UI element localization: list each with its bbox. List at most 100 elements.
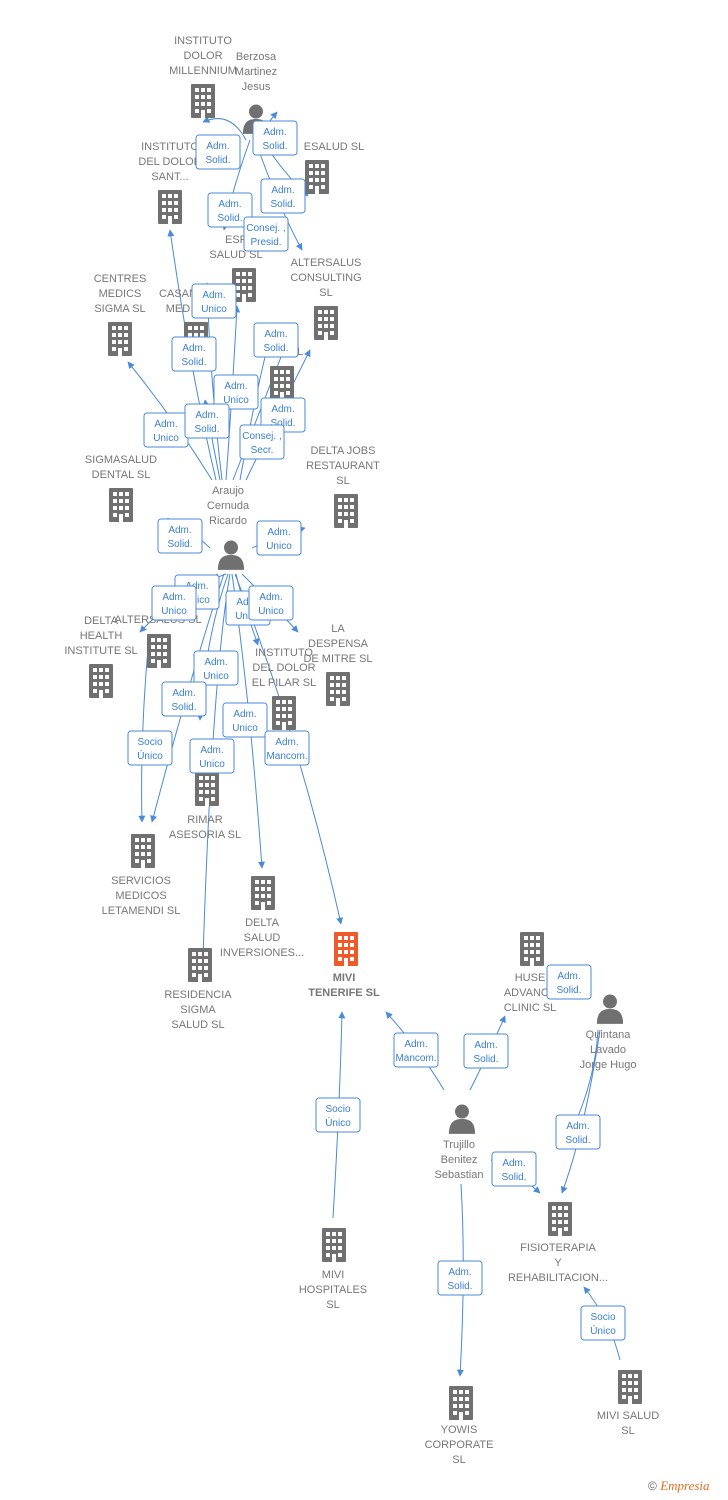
edge-role-label[interactable]: Adm.Unico <box>191 283 237 319</box>
node-label-line: CONSULTING <box>290 272 361 284</box>
edge-role-label[interactable]: Adm.Solid. <box>252 120 298 156</box>
edge-role-label[interactable]: Adm.Solid. <box>260 178 306 214</box>
edge-label-line: Adm. <box>264 329 287 340</box>
node-label-line: INVERSIONES... <box>220 947 304 959</box>
edge-role-label[interactable]: Adm.Solid. <box>260 397 306 433</box>
node-altersalus[interactable]: ALTERSALUS SL <box>114 614 202 668</box>
node-esalud[interactable]: ESALUD SL <box>304 141 365 194</box>
node-label-line: MILLENNIUM <box>169 65 237 77</box>
node-label-line: Araujo <box>212 485 244 497</box>
edge-role-label[interactable]: Adm.Unico <box>213 374 259 410</box>
edge-role-label[interactable]: Adm.Solid. <box>207 192 253 228</box>
node-label-line: CORPORATE <box>425 1439 494 1451</box>
edge-role-label[interactable]: Adm.Solid. <box>184 403 230 439</box>
node-label-line: MIVI <box>333 972 356 984</box>
edge-role-label[interactable]: Adm.Unico <box>151 585 197 621</box>
edge-role-label[interactable]: Adm.Solid. <box>171 336 217 372</box>
edge-role-label[interactable]: Adm.Solid. <box>157 518 203 554</box>
edge-role-label[interactable]: Adm.Solid. <box>555 1114 601 1150</box>
company-building-icon <box>188 948 212 982</box>
edge-label-box <box>393 1032 439 1068</box>
edge-label-box <box>191 283 237 319</box>
node-label-line: SIGMA <box>180 1004 216 1016</box>
brand-logo[interactable]: Empresia <box>660 1478 710 1493</box>
node-label-line: DELTA JOBS <box>310 445 375 457</box>
node-label-line: ADVANCE <box>504 987 556 999</box>
edge-role-label[interactable]: Adm.Unico <box>189 738 235 774</box>
edge-label-line: Consej. , <box>242 431 281 442</box>
node-label-line: RESIDENCIA <box>164 989 232 1001</box>
edge-label-line: Único <box>590 1324 616 1337</box>
relationship-edge <box>199 573 231 959</box>
edge-role-label[interactable]: Adm.Unico <box>222 702 268 738</box>
edge-role-label[interactable]: Adm.Solid. <box>161 681 207 717</box>
edge-role-label[interactable]: Adm.Mancom. <box>393 1032 439 1068</box>
node-label-line: SL <box>326 1299 339 1311</box>
node-fisioterapia[interactable]: FISIOTERAPIAYREHABILITACION... <box>508 1202 608 1284</box>
edge-label-line: Único <box>325 1116 351 1129</box>
edge-label-box <box>157 518 203 554</box>
edge-label-box <box>239 424 285 460</box>
edge-label-line: Adm. <box>236 597 259 608</box>
node-label-line: MIVI SALUD <box>597 1410 659 1422</box>
node-mivi-tenerife[interactable]: MIVI TENERIFE SL <box>308 932 380 999</box>
edge-role-label[interactable]: Adm.Mancom. <box>264 730 310 766</box>
edge-role-label[interactable]: Adm.Unico <box>193 650 239 686</box>
edge-label-line: Adm. <box>204 657 227 668</box>
edge-role-label[interactable]: Adm.Solid. <box>491 1151 537 1187</box>
edge-role-label[interactable]: Adm.Solid. <box>463 1033 509 1069</box>
edge-label-line: Solid. <box>194 424 219 435</box>
edge-role-label[interactable]: Adm.Solid. <box>546 964 592 1000</box>
node-label-line: DELTA <box>245 917 279 929</box>
node-label-line: ESP <box>225 234 247 246</box>
edge-role-label[interactable]: Adm.Solid. <box>437 1260 483 1296</box>
edge-label-line: Solid. <box>501 1172 526 1183</box>
edge-role-label[interactable]: Adm.Unico <box>143 412 189 448</box>
company-building-icon <box>89 664 113 698</box>
edge-label-line: Solid. <box>565 1135 590 1146</box>
edge-label-line: Socio <box>325 1104 350 1115</box>
edge-label-line: Unico <box>161 606 187 617</box>
company-building-icon <box>191 84 215 118</box>
edge-label-box <box>264 730 310 766</box>
edge-role-label[interactable]: Adm.Unico <box>256 520 302 556</box>
edge-role-label[interactable]: Adm.Solid. <box>253 322 299 358</box>
company-building-icon <box>108 322 132 356</box>
edge-label-line: Solid. <box>473 1054 498 1065</box>
edge-role-label[interactable]: Consej. ,Presid. <box>243 216 289 252</box>
company-building-icon <box>131 834 155 868</box>
edge-role-label[interactable]: Adm.Solid. <box>195 134 241 170</box>
edge-role-label[interactable]: Consej. ,Secr. <box>239 424 285 460</box>
node-label-line: TENERIFE SL <box>308 987 380 999</box>
edge-label-line: Adm. <box>154 419 177 430</box>
edge-label-line: Adm. <box>206 141 229 152</box>
edge-role-label[interactable]: Adm.Unico <box>248 585 294 621</box>
person-icon <box>448 1104 476 1134</box>
node-delta-salud[interactable]: DELTASALUDINVERSIONES... <box>220 876 304 959</box>
